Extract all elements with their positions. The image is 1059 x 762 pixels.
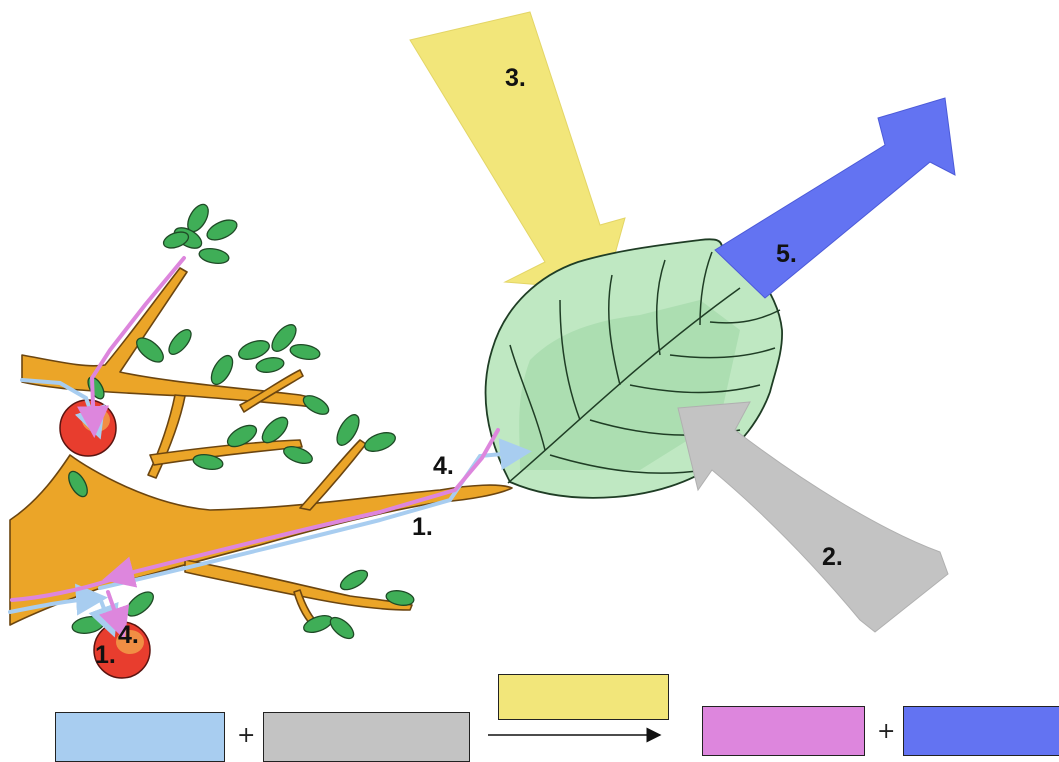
carbon-dioxide-arrow <box>677 401 949 633</box>
label-1-fruit: 1. <box>95 641 116 669</box>
label-5: 5. <box>776 240 797 268</box>
plus-sign-right: + <box>877 719 896 744</box>
oxygen-box <box>903 706 1059 756</box>
sunlight-arrow <box>409 11 626 291</box>
sunlight-box <box>498 674 669 720</box>
label-3: 3. <box>505 64 526 92</box>
water-box <box>55 712 225 762</box>
tree-leaves <box>68 203 415 640</box>
sugar-box <box>702 706 865 756</box>
oxygen-arrow <box>714 97 956 299</box>
label-2: 2. <box>822 543 843 571</box>
carbon-dioxide-box <box>263 712 470 762</box>
label-4-fruit: 4. <box>118 621 139 649</box>
sugar-flow <box>10 256 500 640</box>
label-4-stem: 4. <box>433 452 454 480</box>
plus-sign-left: + <box>237 723 256 748</box>
label-1-stem: 1. <box>412 513 433 541</box>
